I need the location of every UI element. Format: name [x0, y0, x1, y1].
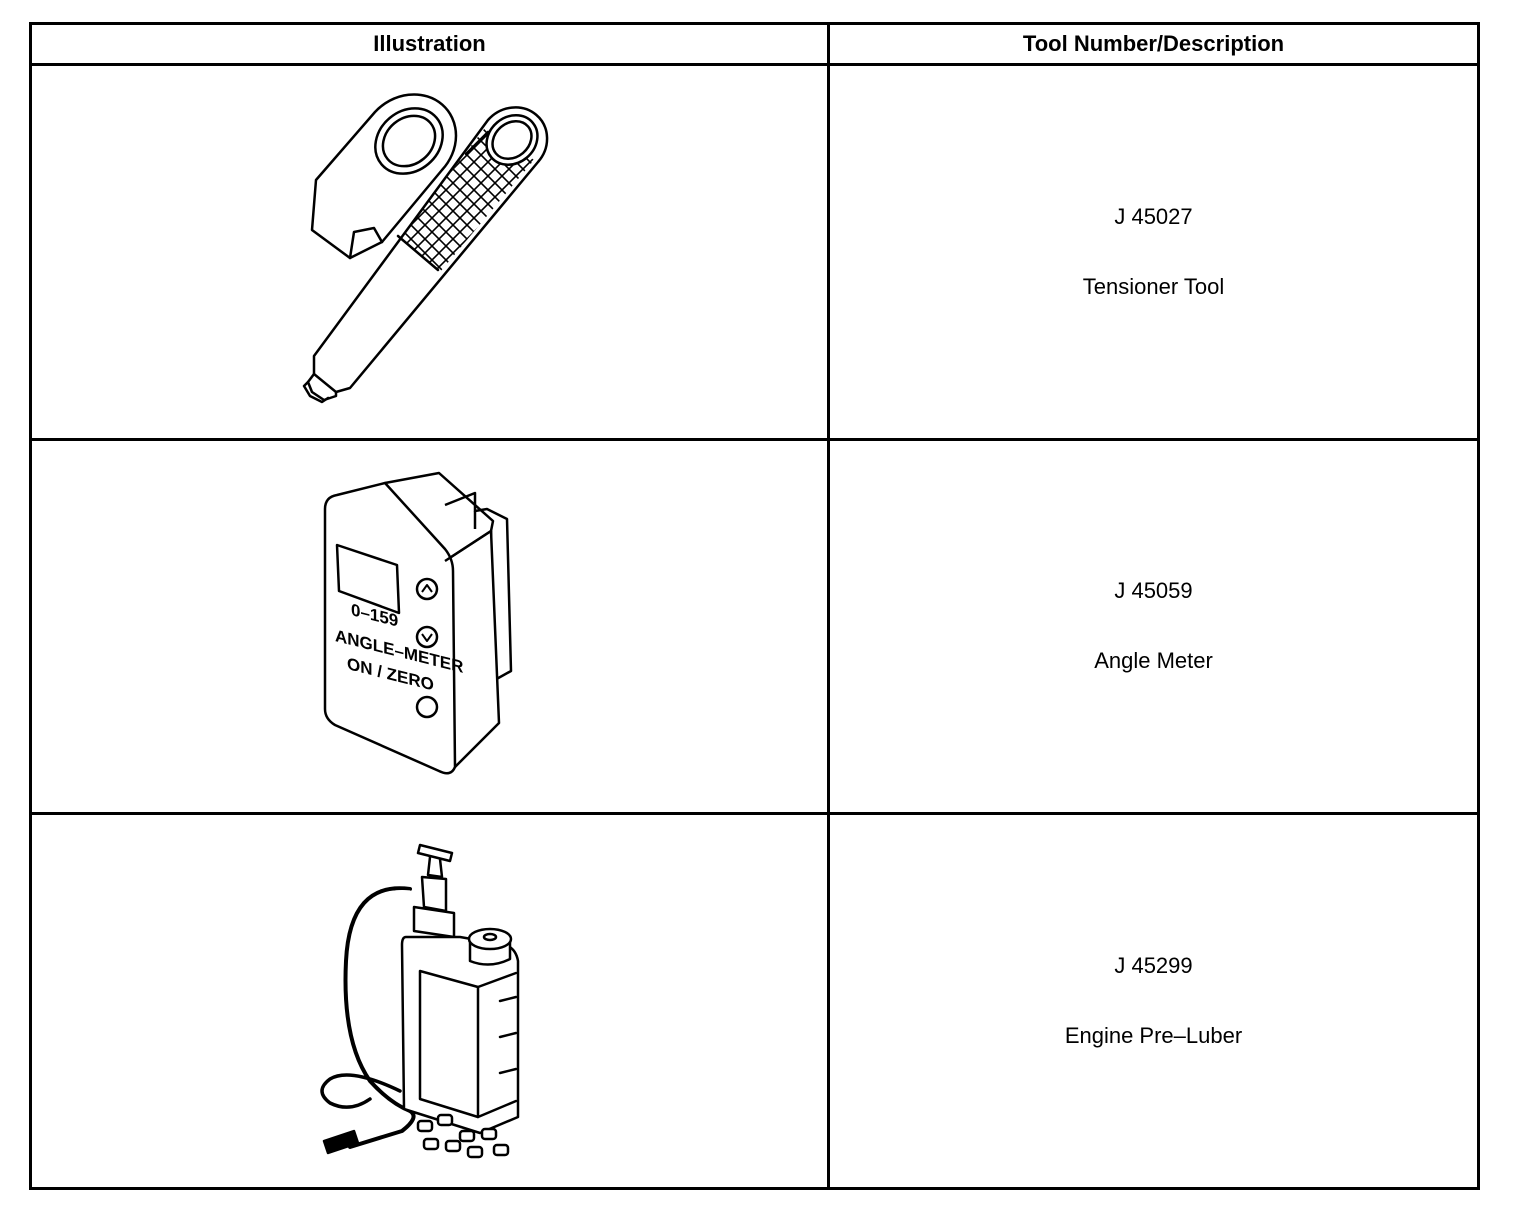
special-tools-table: Illustration Tool Number/Description	[29, 22, 1480, 1190]
engine-pre-luber-icon	[319, 843, 519, 1159]
table-row: 0–159 ANGLE–METER ON / ZERO J 45059 Angl…	[29, 437, 1480, 816]
tool-number: J 45027	[1114, 203, 1193, 229]
tool-description-cell: J 45027 Tensioner Tool	[827, 63, 1480, 441]
illustration-column-header: Illustration	[29, 22, 830, 66]
table-header-row: Illustration Tool Number/Description	[29, 22, 1480, 66]
tool-name: Tensioner Tool	[1082, 273, 1225, 299]
tool-description-cell: J 45059 Angle Meter	[827, 437, 1480, 816]
tool-name: Angle Meter	[1094, 648, 1213, 674]
illustration-cell: 0–159 ANGLE–METER ON / ZERO	[29, 437, 830, 816]
illustration-cell	[29, 63, 830, 441]
tensioner-tool-icon	[302, 93, 548, 404]
tool-description-column-header: Tool Number/Description	[827, 22, 1480, 66]
angle-meter-icon: 0–159 ANGLE–METER ON / ZERO	[323, 472, 512, 775]
illustration-cell	[29, 812, 830, 1190]
table-row: J 45027 Tensioner Tool	[29, 63, 1480, 441]
tool-number: J 45059	[1114, 578, 1193, 604]
table-row: J 45299 Engine Pre–Luber	[29, 812, 1480, 1190]
tool-name: Engine Pre–Luber	[1064, 1023, 1243, 1049]
tool-number: J 45299	[1114, 953, 1193, 979]
tool-description-cell: J 45299 Engine Pre–Luber	[827, 812, 1480, 1190]
